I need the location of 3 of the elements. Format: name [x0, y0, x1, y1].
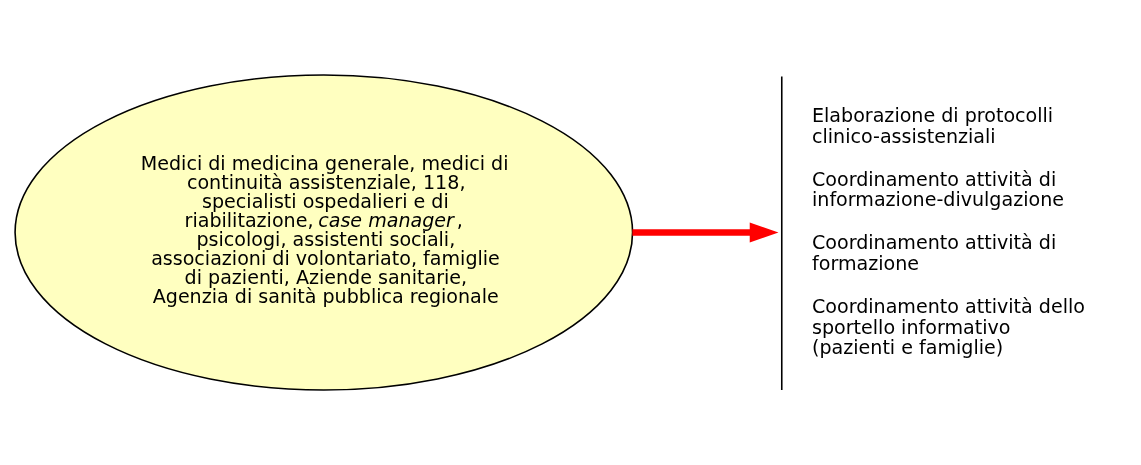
arrow: [632, 222, 779, 243]
node-ellipse: Medici di medicina generale, medici di continuità assistenziale, 118, specialisti ospedalieri e di riabilitazione, case manager, psicologi, assistenti sociali, associazioni di volontariato, famiglie di pazienti, Aziende sanitarie, Agenzia di sanità pubblica regionale: [14, 74, 634, 391]
node-text: Elaborazione di protocolli clinico-assistenziali Coordinamento attività di informazione-divulgazione Coordinamento attività di formazione Coordinamento attività dello sportello informativo (pazienti e famiglie): [812, 104, 1085, 360]
